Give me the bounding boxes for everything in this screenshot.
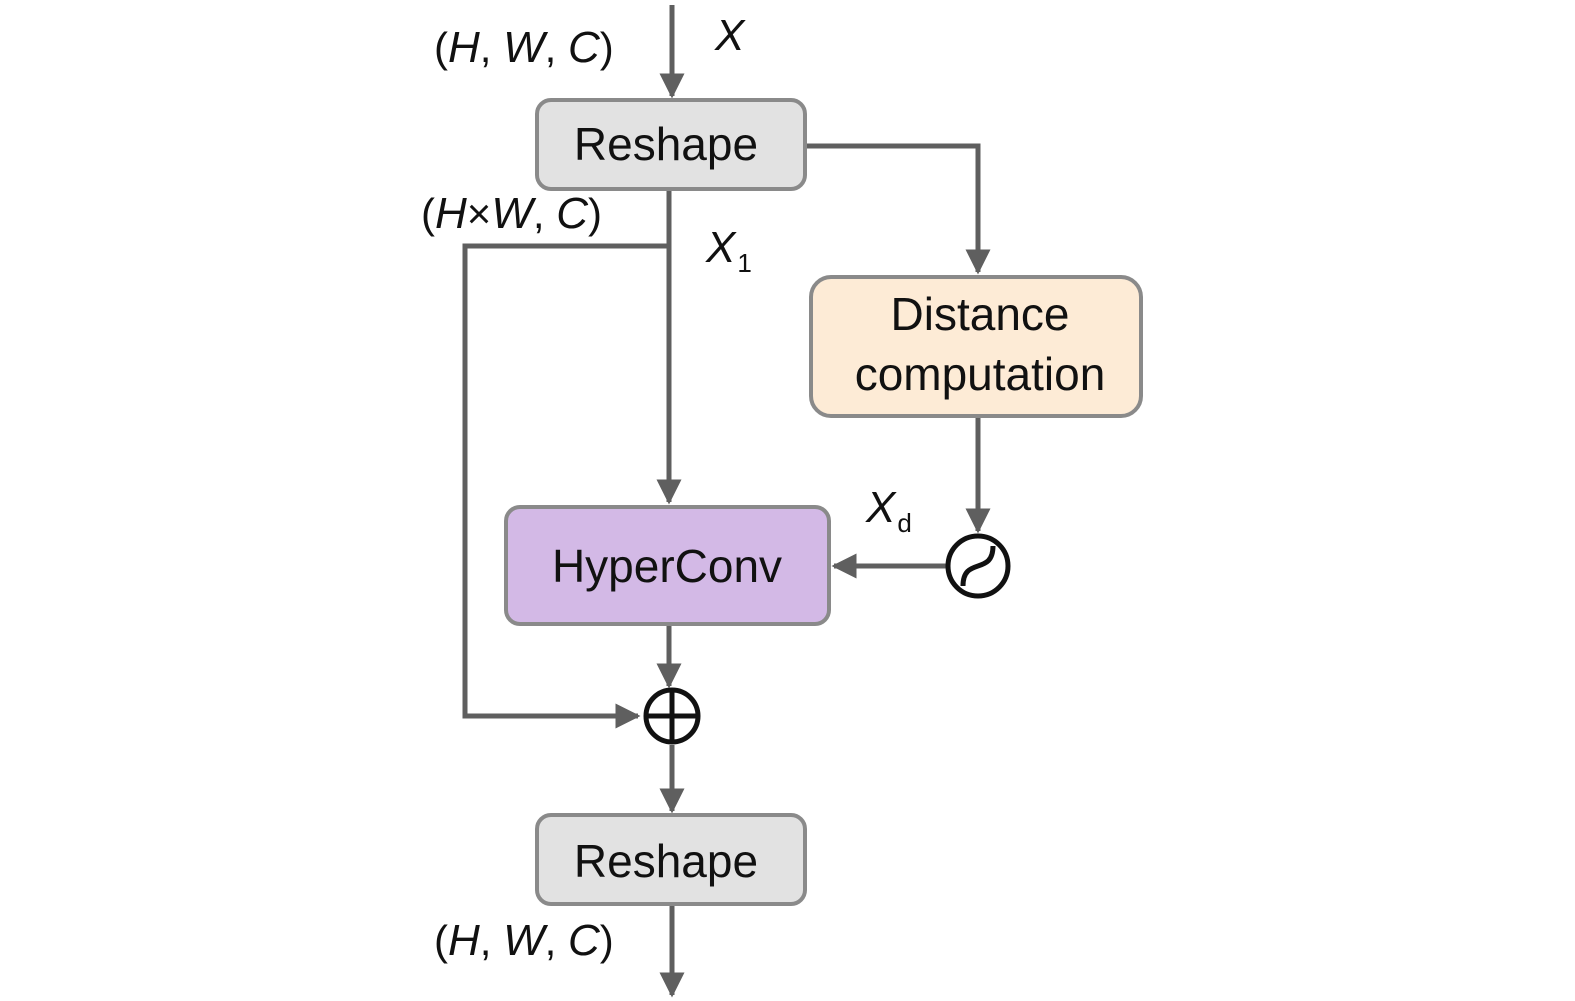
x-label: X [714, 11, 746, 60]
distance-label-line1: Distance [891, 288, 1070, 340]
reshape-to-distance-arrow [806, 143, 991, 275]
distance-label-line2: computation [855, 348, 1106, 400]
x1-label: X1 [705, 223, 752, 278]
shape-label-flattened: (H×W, C) [421, 189, 602, 238]
reshape-bottom-label: Reshape [574, 835, 758, 887]
shape-label-output: (H, W, C) [434, 916, 614, 965]
residual-connection-arrow [462, 243, 669, 729]
reshape-bottom-node: Reshape [535, 813, 807, 906]
shape-label-input: (H, W, C) [434, 23, 614, 72]
reshape-top-label: Reshape [574, 118, 758, 170]
hyperconv-node: HyperConv [504, 505, 831, 626]
hyperconv-label: HyperConv [552, 540, 782, 592]
distance-computation-node: Distance computation [809, 275, 1143, 418]
xd-label: Xd [865, 483, 912, 538]
activation-icon [945, 533, 1011, 599]
add-operator-icon [643, 687, 701, 745]
reshape-top-node: Reshape [535, 98, 807, 191]
